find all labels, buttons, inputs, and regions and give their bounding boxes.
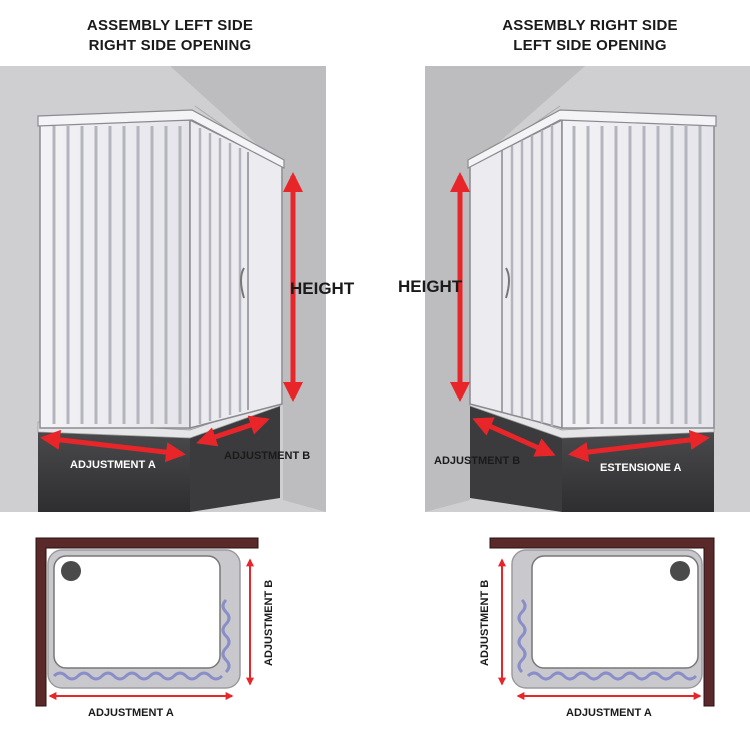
right-plan-hose-b xyxy=(517,598,527,674)
right-plan-adjustment-b-label: ADJUSTMENT B xyxy=(479,580,491,666)
right-adjustment-b-label: ADJUSTMENT B xyxy=(434,455,520,467)
left-plan-hose-b xyxy=(221,598,231,674)
right-extension-label: ESTENSIONE A xyxy=(600,462,682,474)
left-handle xyxy=(240,267,245,299)
right-adjustment-b-arrow xyxy=(472,417,556,457)
right-plan-view: ADJUSTMENT A ADJUSTMENT B xyxy=(479,537,715,719)
right-enclosure-view: HEIGHT ADJUSTMENT B ESTENSIONE A xyxy=(398,66,750,512)
right-plan-drain xyxy=(670,561,690,581)
left-plan-adjustment-a-label: ADJUSTMENT A xyxy=(88,707,174,719)
right-handle xyxy=(505,267,510,299)
left-adjustment-b-arrow xyxy=(196,415,270,447)
left-plan-adjustment-b-label: ADJUSTMENT B xyxy=(263,580,275,666)
right-plan-adjustment-a-label: ADJUSTMENT A xyxy=(566,707,652,719)
right-plan-walls xyxy=(489,537,715,707)
left-plan-drain xyxy=(61,561,81,581)
right-extension-arrow xyxy=(568,429,710,463)
left-enclosure-view: HEIGHT ADJUSTMENT A ADJUSTMENT B xyxy=(0,66,355,512)
right-plan-hose-a xyxy=(526,671,698,681)
left-title-line2: RIGHT SIDE OPENING xyxy=(88,37,252,54)
left-adjustment-a-label: ADJUSTMENT A xyxy=(70,459,156,471)
right-height-label: HEIGHT xyxy=(398,277,463,296)
left-plan-walls xyxy=(35,537,259,707)
right-title-line2: LEFT SIDE OPENING xyxy=(513,37,667,54)
right-side-panel xyxy=(469,118,563,429)
right-front-panel xyxy=(561,119,715,429)
left-title: ASSEMBLY LEFT SIDE RIGHT SIDE OPENING xyxy=(40,16,300,56)
left-plan-view: ADJUSTMENT A ADJUSTMENT B xyxy=(35,537,275,719)
left-height-label: HEIGHT xyxy=(290,279,355,298)
left-plan-hose-a xyxy=(52,671,224,681)
left-side-panel xyxy=(189,118,283,429)
left-title-line1: ASSEMBLY LEFT SIDE xyxy=(86,17,254,34)
left-adjustment-a-arrow xyxy=(40,429,186,463)
right-plan-tray xyxy=(531,555,699,669)
right-title-line1: ASSEMBLY RIGHT SIDE xyxy=(502,17,678,34)
left-plan-tray xyxy=(53,555,221,669)
right-title: ASSEMBLY RIGHT SIDE LEFT SIDE OPENING xyxy=(460,16,720,56)
left-adjustment-b-label: ADJUSTMENT B xyxy=(224,450,310,462)
